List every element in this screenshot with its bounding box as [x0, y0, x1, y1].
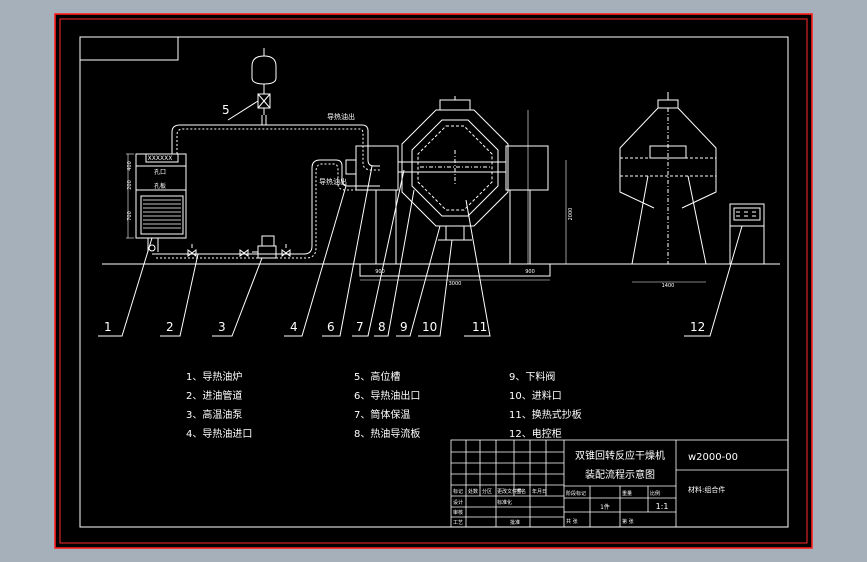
sheet-outer-border	[59, 18, 808, 544]
dim-left: 900	[375, 269, 385, 275]
tb-misc-gong: 共 张	[566, 518, 578, 525]
legend-item-6: 6、导热油出口	[354, 389, 420, 402]
pipe-label-oil-in: 导热油出	[319, 177, 347, 186]
callout-numbers: 1 2 3 4 6 7 8 9 10 11 12	[104, 320, 705, 334]
callout-11: 11	[472, 320, 487, 334]
heater-dim-2: 200	[127, 180, 133, 190]
heater-top-label: XXXXXX	[148, 155, 173, 162]
heater-label-kongkou: 孔口	[154, 168, 166, 176]
control-cabinet	[729, 203, 765, 265]
dim-total: 3000	[449, 281, 462, 287]
heater-dim-1: 400	[127, 161, 133, 171]
legend-item-11: 11、换热式抄板	[509, 408, 582, 421]
title-material: 材料:组合件	[688, 485, 725, 494]
oil-pump	[252, 235, 277, 259]
tb-row-qianming: 签名	[516, 488, 526, 495]
legend-item-7: 7、筒体保温	[354, 408, 410, 421]
dim-height: 2000	[568, 208, 574, 221]
high-level-tank	[251, 48, 277, 115]
title-block	[450, 439, 789, 528]
tb-role-shenhe: 审核	[453, 509, 463, 516]
corner-box	[80, 37, 179, 61]
legend-item-1: 1、导热油炉	[186, 370, 242, 383]
tb-role-biaozhunhua: 标准化	[497, 499, 512, 506]
legend-item-5: 5、高位槽	[354, 370, 400, 383]
callout-3: 3	[218, 320, 226, 334]
legend: 1、导热油炉 5、高位槽 9、下料阀 2、进油管道 6、导热油出口 10、进料口…	[186, 370, 582, 440]
callout-7: 7	[356, 320, 364, 334]
drawing-frame	[79, 36, 789, 528]
title-name-line1: 双锥回转反应干燥机	[575, 449, 665, 462]
callout-leaders	[98, 165, 743, 337]
tb-misc-bili: 比例	[650, 490, 660, 497]
label-5: 5	[222, 103, 230, 117]
title-scale: 1:1	[656, 502, 669, 511]
dryer-front-view	[345, 96, 567, 281]
callout-2: 2	[166, 320, 174, 334]
legend-item-12: 12、电控柜	[509, 427, 562, 440]
pipe-label-oil-out: 导热油出	[327, 112, 355, 121]
tb-row-chushu: 处数	[468, 488, 478, 495]
legend-item-10: 10、进料口	[509, 389, 562, 402]
heater-label-kongban: 孔板	[154, 182, 166, 190]
tb-role-pizhun: 批准	[510, 519, 520, 526]
tb-role-gongyi: 工艺	[453, 520, 463, 526]
callout-4: 4	[290, 320, 298, 334]
tb-misc-di: 第 张	[622, 518, 634, 525]
title-name-line2: 装配流程示意图	[585, 468, 655, 481]
leader-5	[227, 100, 259, 121]
tb-row-fenqu: 分区	[482, 488, 492, 495]
callout-8: 8	[378, 320, 386, 334]
tb-misc-jieduan: 阶段标记	[566, 490, 586, 497]
legend-item-4: 4、导热油进口	[186, 427, 252, 440]
tb-misc-zhongliang: 重量	[622, 490, 632, 497]
heater-dim-3: 700	[127, 211, 133, 221]
tb-role-sheji: 设计	[453, 499, 463, 506]
legend-item-8: 8、热油导流板	[354, 427, 420, 440]
title-block-row-labels: 标记 处数 分区 更改文件号 签名 年月日 设计 标准化 审核 工艺 批准 阶段…	[453, 488, 660, 526]
callout-6: 6	[327, 320, 335, 334]
tb-row-biaoji: 标记	[453, 488, 463, 495]
legend-item-9: 9、下料阀	[509, 370, 555, 383]
dim-right: 900	[525, 269, 535, 275]
title-qty: 1件	[600, 503, 610, 511]
tb-row-riqi: 年月日	[532, 488, 547, 495]
callout-10: 10	[422, 320, 437, 334]
tb-row-wenjianhao: 更改文件号	[497, 488, 522, 495]
title-drawing-code: w2000-00	[688, 452, 738, 463]
callout-9: 9	[400, 320, 408, 334]
callout-12: 12	[690, 320, 705, 334]
sheet-background	[54, 13, 813, 549]
callout-1: 1	[104, 320, 112, 334]
dryer-side-view	[619, 92, 717, 283]
heater-furnace	[126, 153, 187, 252]
legend-item-2: 2、进油管道	[186, 389, 242, 402]
dim-side-width: 1400	[662, 283, 675, 289]
oil-piping	[152, 115, 380, 259]
legend-item-3: 3、高温油泵	[186, 408, 242, 421]
